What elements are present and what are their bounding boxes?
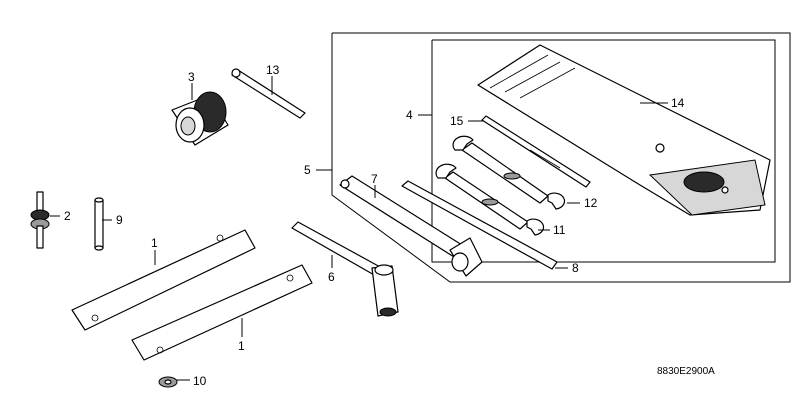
socket-handle bbox=[339, 175, 483, 277]
box-wrench bbox=[291, 221, 399, 317]
callout-14: 14 bbox=[671, 96, 685, 110]
plate-lower bbox=[131, 264, 313, 361]
stud bbox=[94, 197, 104, 251]
callout-15: 15 bbox=[450, 114, 464, 128]
callout-1a: 1 bbox=[151, 236, 158, 250]
rod bbox=[401, 180, 558, 270]
wrench-lower bbox=[435, 163, 545, 236]
leader-lines bbox=[50, 76, 668, 381]
drawing-code: 8830E2900A bbox=[657, 366, 715, 377]
wrench-lower-stamp bbox=[481, 198, 499, 206]
callout-7: 7 bbox=[371, 172, 378, 186]
callout-1b: 1 bbox=[238, 339, 245, 353]
callout-5: 5 bbox=[304, 163, 311, 177]
callout-3: 3 bbox=[188, 70, 195, 84]
callout-11: 11 bbox=[553, 223, 566, 237]
plate-upper bbox=[71, 229, 256, 331]
grommet bbox=[171, 91, 229, 146]
callout-9: 9 bbox=[116, 213, 123, 227]
screwdriver bbox=[481, 115, 591, 188]
stud-bolt bbox=[30, 191, 50, 249]
callout-2: 2 bbox=[64, 209, 71, 223]
kit-outline-pouch bbox=[431, 39, 776, 263]
wrench-upper-stamp bbox=[503, 172, 521, 180]
washer bbox=[158, 376, 178, 388]
pouch-logo bbox=[683, 171, 725, 193]
wrench-upper bbox=[452, 135, 566, 210]
kit-outline-outer bbox=[331, 32, 791, 283]
callout-13: 13 bbox=[266, 63, 280, 77]
pouch-rivet bbox=[721, 186, 729, 194]
callout-10: 10 bbox=[193, 374, 207, 388]
callout-8: 8 bbox=[572, 261, 579, 275]
callout-4: 4 bbox=[406, 108, 413, 122]
pin-tool bbox=[231, 68, 306, 119]
callout-6: 6 bbox=[328, 270, 335, 284]
pouch-snap bbox=[655, 143, 665, 153]
callout-12: 12 bbox=[584, 196, 598, 210]
tool-pouch bbox=[477, 44, 771, 216]
